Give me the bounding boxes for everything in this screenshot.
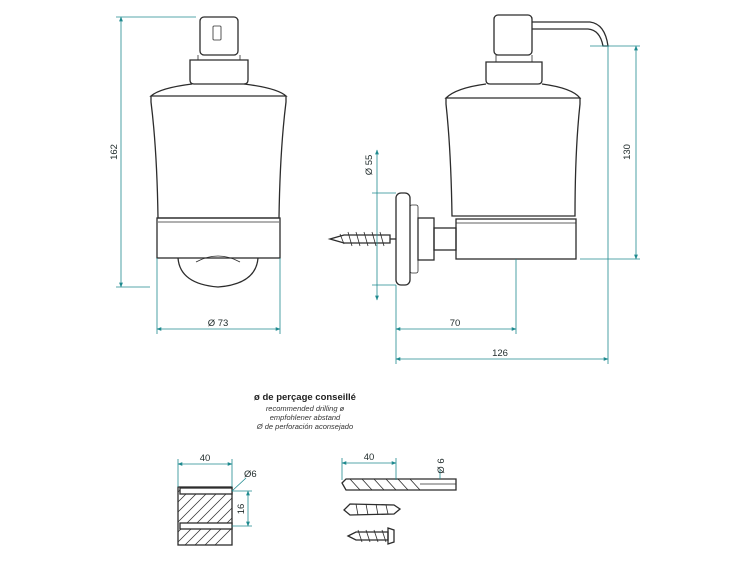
dim-hole-diameter: Ø6 xyxy=(244,469,257,480)
glass-body-side xyxy=(445,98,581,217)
dim-projection-total: 126 xyxy=(492,348,508,359)
dim-diameter-plate: Ø 55 xyxy=(364,155,375,176)
fixing-screw xyxy=(346,527,395,545)
side-view: 130 Ø 55 70 126 xyxy=(327,14,640,364)
bottle-shoulder-side xyxy=(444,83,582,99)
front-view: 162 Ø 73 xyxy=(109,16,288,334)
pump-spout-side xyxy=(532,21,609,47)
holder-arm-base xyxy=(417,217,435,261)
dim-projection-cup: 70 xyxy=(450,318,461,329)
pump-head-front xyxy=(199,16,239,56)
drilling-note-line-es: Ø de perforación aconsejado xyxy=(256,422,354,431)
dim-height-total: 162 xyxy=(109,144,120,160)
dim-height-wall: 130 xyxy=(622,144,633,160)
holder-band-side xyxy=(455,218,577,260)
dim-drill-diameter: Ø 6 xyxy=(436,458,447,473)
mounting-screw-side xyxy=(327,231,396,247)
wall-plate xyxy=(395,192,411,286)
wall-plug xyxy=(343,503,402,516)
pump-nozzle-front xyxy=(212,25,222,41)
holder-band-front xyxy=(156,217,281,259)
drilling-note-line-en: recommended drilling ø xyxy=(265,404,345,413)
dim-diameter-body: Ø 73 xyxy=(208,318,229,329)
drill-bit xyxy=(341,478,457,491)
dim-hole-spacing: 16 xyxy=(236,504,247,515)
pump-collar-front xyxy=(189,59,249,85)
drill-hole-lower xyxy=(179,522,233,530)
glass-body-front xyxy=(150,96,287,219)
drilling-note-title: ø de perçage conseillé xyxy=(254,392,356,403)
dim-hole-depth: 40 xyxy=(200,453,211,464)
wall-bracket-front xyxy=(177,257,259,288)
drilling-note-line-de: empfohlener abstand xyxy=(269,413,341,422)
wall-section xyxy=(177,486,233,546)
holder-arm xyxy=(433,227,457,251)
drill-hole-upper xyxy=(179,487,233,495)
pump-head-side xyxy=(493,14,533,56)
bottle-shoulder-front xyxy=(149,83,288,97)
drill-and-fixings: 40 Ø 6 xyxy=(341,452,457,545)
dim-drill-length: 40 xyxy=(364,452,375,463)
pump-collar-side xyxy=(485,61,543,85)
drilling-section-detail: 40 Ø6 16 xyxy=(177,453,257,546)
